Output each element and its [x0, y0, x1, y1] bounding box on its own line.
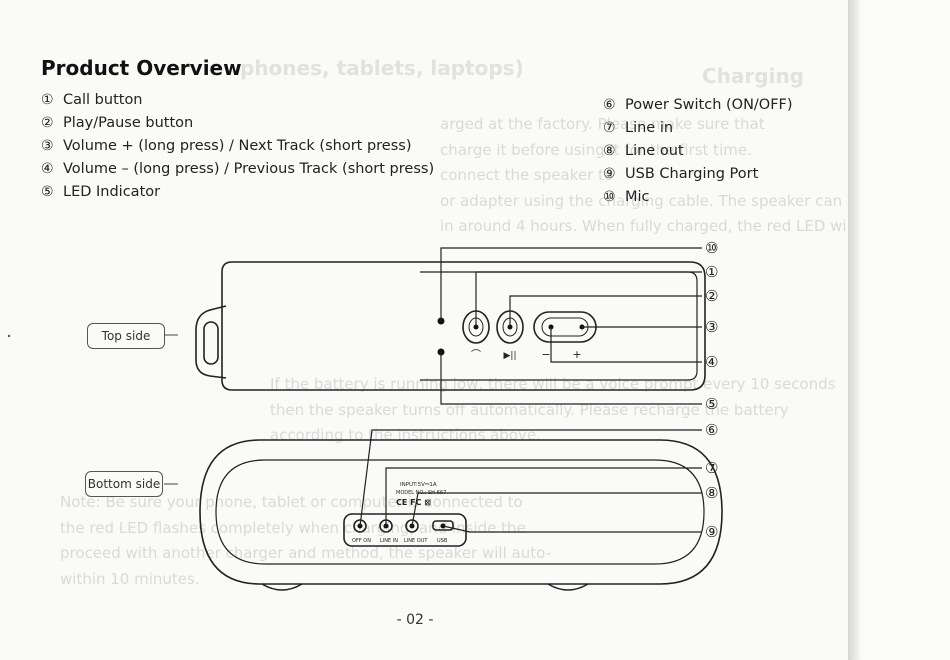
item-label: LED Indicator	[63, 184, 161, 200]
speaker-top-body	[221, 261, 706, 391]
callout-7: ⑦	[705, 459, 718, 477]
leader-6	[359, 429, 702, 527]
callout-10: ⑩	[705, 239, 718, 257]
page-title: Product Overview	[41, 56, 242, 80]
bleed-through-heading-2: Charging	[702, 64, 805, 88]
leader-1	[475, 271, 702, 327]
callout-5: ⑤	[705, 395, 718, 413]
list-item: ⑨ USB Charging Port	[603, 163, 793, 186]
power-switch	[353, 519, 367, 533]
item-number: ④	[41, 161, 54, 177]
leader-9	[442, 525, 702, 533]
item-number: ⑩	[603, 189, 616, 205]
callout-numbers: ⑩ ① ② ③ ④ ⑤ ⑥ ⑦ ⑧ ⑨	[705, 239, 718, 541]
usb-label: USB	[437, 538, 448, 544]
bottom-side-label: Bottom side	[85, 471, 163, 497]
list-item: ⑩ Mic	[603, 186, 793, 209]
leader-4	[550, 327, 702, 363]
line-in-label: LINE IN	[380, 538, 398, 544]
item-number: ⑧	[603, 143, 616, 159]
line-out-port	[405, 519, 419, 533]
speaker-bottom-view	[199, 439, 723, 591]
item-number: ③	[41, 138, 54, 154]
callout-3: ③	[705, 318, 718, 336]
callout-2: ②	[705, 287, 718, 305]
item-label: Line out	[625, 143, 684, 159]
strap-slot	[203, 321, 219, 365]
input-rating: INPUT:5V⎓1A	[400, 482, 437, 488]
leader-7	[385, 467, 702, 526]
list-item: ② Play/Pause button	[41, 112, 434, 135]
item-label: Call button	[63, 92, 143, 108]
strap-loop	[195, 305, 227, 379]
item-number: ⑥	[603, 97, 616, 113]
item-label: Volume + (long press) / Next Track (shor…	[63, 138, 412, 154]
usb-port	[432, 520, 454, 531]
item-number: ⑤	[41, 184, 54, 200]
item-label: Play/Pause button	[63, 115, 194, 131]
certification-marks: CE FC ⊠	[396, 498, 431, 507]
item-label: Line in	[625, 120, 674, 136]
list-item: ④ Volume – (long press) / Previous Track …	[41, 158, 434, 181]
item-label: Mic	[625, 189, 650, 205]
minus-symbol: −	[541, 348, 550, 361]
list-item: ⑦ Line in	[603, 117, 793, 140]
play-pause-symbol: ▶||	[504, 351, 517, 361]
page-speck	[7, 334, 11, 338]
bottom-leaders	[359, 429, 702, 533]
plus-symbol: +	[572, 348, 581, 361]
call-symbol: ⌒	[471, 349, 481, 361]
item-label: USB Charging Port	[625, 166, 759, 182]
bottom-inner-outline	[215, 459, 705, 565]
callout-8: ⑧	[705, 484, 718, 502]
item-label: Power Switch (ON/OFF)	[625, 97, 793, 113]
top-side-label: Top side	[87, 323, 165, 349]
page-fold-shadow	[848, 0, 860, 660]
item-number: ①	[41, 92, 54, 108]
speaker-bottom-body	[199, 439, 723, 585]
top-leaders	[440, 247, 702, 405]
callout-6: ⑥	[705, 421, 718, 439]
top-panel	[420, 271, 698, 381]
list-item: ⑧ Line out	[603, 140, 793, 163]
item-number: ⑨	[603, 166, 616, 182]
feature-list-right: ⑥ Power Switch (ON/OFF) ⑦ Line in ⑧ Line ou…	[603, 94, 793, 209]
item-number: ②	[41, 115, 54, 131]
speaker-top-view	[195, 261, 706, 391]
callout-1: ①	[705, 263, 718, 281]
bleed-through-heading: phones, tablets, laptops)	[240, 56, 524, 80]
list-item: ① Call button	[41, 89, 434, 112]
leader-5	[440, 352, 702, 405]
leader-10	[440, 247, 702, 321]
page-edge	[860, 0, 950, 660]
leader-2	[509, 295, 702, 327]
leader-8	[411, 492, 702, 527]
list-item: ⑥ Power Switch (ON/OFF)	[603, 94, 793, 117]
list-item: ③ Volume + (long press) / Next Track (sho…	[41, 135, 434, 158]
page-number: - 02 -	[396, 612, 434, 628]
line-out-label: LINE OUT	[404, 538, 428, 544]
foot-left	[261, 583, 303, 591]
off-on-label: OFF ON	[352, 538, 371, 544]
foot-right	[547, 583, 589, 591]
feature-list-left: ① Call button ② Play/Pause button ③ Volume …	[41, 89, 434, 204]
callout-9: ⑨	[705, 523, 718, 541]
callout-4: ④	[705, 353, 718, 371]
item-label: Volume – (long press) / Previous Track (…	[63, 161, 435, 177]
item-number: ⑦	[603, 120, 616, 136]
port-panel	[343, 513, 467, 547]
list-item: ⑤ LED Indicator	[41, 181, 434, 204]
